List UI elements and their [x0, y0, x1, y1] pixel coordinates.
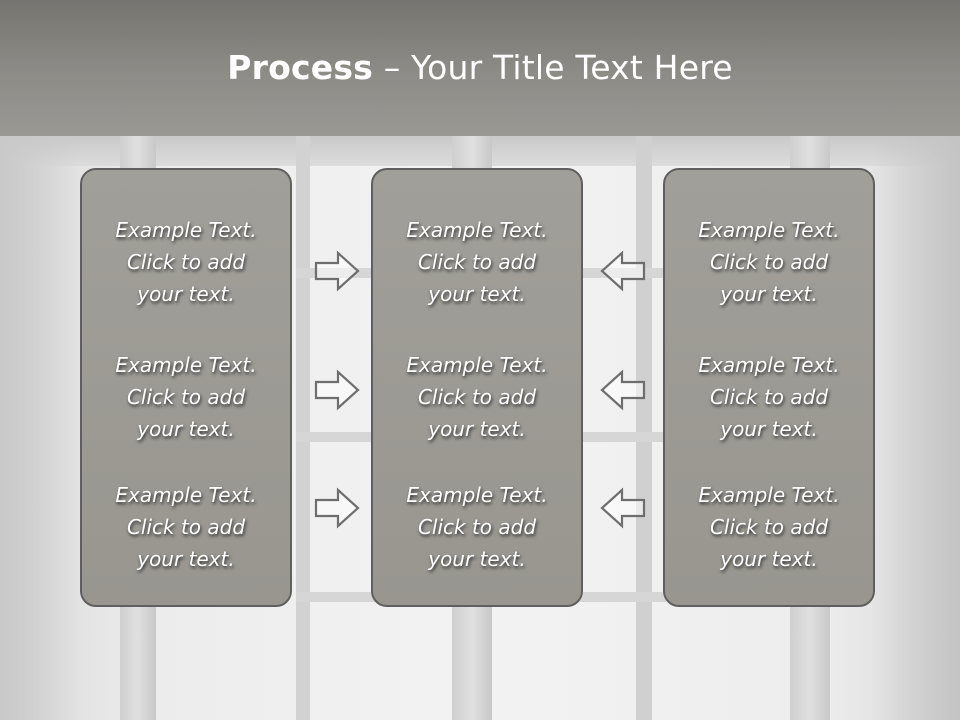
- process-panel-center[interactable]: Example Text. Click to add your text. Ex…: [371, 168, 583, 607]
- text-line: Click to add: [126, 250, 246, 274]
- text-line: your text.: [720, 282, 818, 306]
- panel-text-item[interactable]: Example Text. Click to add your text.: [665, 479, 873, 575]
- text-line: your text.: [137, 547, 235, 571]
- text-line: Click to add: [709, 515, 829, 539]
- text-line: your text.: [720, 417, 818, 441]
- panel-text-item[interactable]: Example Text. Click to add your text.: [373, 479, 581, 575]
- left-arrow-icon[interactable]: [598, 369, 646, 411]
- slide-title[interactable]: Process – Your Title Text Here: [227, 48, 733, 87]
- panel-text-item[interactable]: Example Text. Click to add your text.: [665, 214, 873, 310]
- text-line: Click to add: [126, 385, 246, 409]
- panel-text-item[interactable]: Example Text. Click to add your text.: [373, 349, 581, 445]
- text-line: Example Text.: [698, 483, 840, 507]
- text-line: Click to add: [417, 250, 537, 274]
- panel-text-item[interactable]: Example Text. Click to add your text.: [82, 349, 290, 445]
- text-line: Click to add: [417, 385, 537, 409]
- panel-text-item[interactable]: Example Text. Click to add your text.: [82, 479, 290, 575]
- process-panel-right[interactable]: Example Text. Click to add your text. Ex…: [663, 168, 875, 607]
- text-line: your text.: [428, 282, 526, 306]
- text-line: Click to add: [126, 515, 246, 539]
- text-line: your text.: [137, 417, 235, 441]
- left-arrow-icon[interactable]: [598, 250, 646, 292]
- window-mullion: [296, 136, 310, 720]
- background-right-shade: [870, 136, 960, 720]
- text-line: Example Text.: [406, 353, 548, 377]
- text-line: your text.: [720, 547, 818, 571]
- text-line: your text.: [428, 417, 526, 441]
- text-line: Example Text.: [406, 218, 548, 242]
- title-bar: Process – Your Title Text Here: [0, 0, 960, 136]
- title-bold-part: Process: [227, 47, 374, 87]
- window-mullion: [636, 136, 652, 720]
- text-line: your text.: [137, 282, 235, 306]
- text-line: Example Text.: [115, 483, 257, 507]
- panel-text-item[interactable]: Example Text. Click to add your text.: [373, 214, 581, 310]
- process-panel-left[interactable]: Example Text. Click to add your text. Ex…: [80, 168, 292, 607]
- text-line: Example Text.: [406, 483, 548, 507]
- panel-text-item[interactable]: Example Text. Click to add your text.: [82, 214, 290, 310]
- left-arrow-icon[interactable]: [598, 487, 646, 529]
- text-line: Example Text.: [115, 218, 257, 242]
- right-arrow-icon[interactable]: [314, 369, 362, 411]
- text-line: Example Text.: [698, 218, 840, 242]
- panel-text-item[interactable]: Example Text. Click to add your text.: [665, 349, 873, 445]
- background-left-shade: [0, 136, 80, 720]
- text-line: Click to add: [417, 515, 537, 539]
- text-line: Example Text.: [115, 353, 257, 377]
- text-line: Example Text.: [698, 353, 840, 377]
- text-line: Click to add: [709, 250, 829, 274]
- right-arrow-icon[interactable]: [314, 487, 362, 529]
- title-rest-part: – Your Title Text Here: [373, 47, 733, 87]
- text-line: Click to add: [709, 385, 829, 409]
- text-line: your text.: [428, 547, 526, 571]
- right-arrow-icon[interactable]: [314, 250, 362, 292]
